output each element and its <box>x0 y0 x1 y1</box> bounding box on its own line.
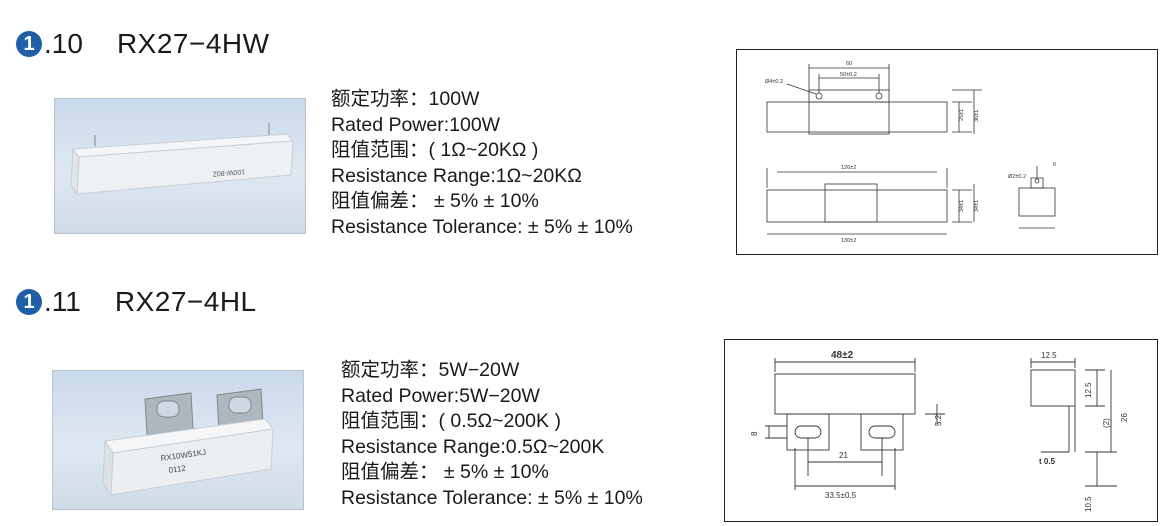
spec-tolerance-en: Resistance Tolerance: ± 5% ± 10% <box>331 215 633 238</box>
dim-tab-length: 10.5 <box>1084 496 1093 512</box>
dim-front-overall: 34±1 <box>974 200 980 212</box>
bullet-number-icon: 1 <box>16 31 42 57</box>
section-header: 1 .10 RX27−4HW <box>16 28 270 60</box>
spec-list: 额定功率：100W Rated Power:100W 阻值范围：( 1Ω~20K… <box>331 87 633 240</box>
dim-side-width: 6 <box>1053 162 1056 168</box>
dim-slot-spacing: 21 <box>839 451 848 460</box>
resistor-photo-graphic: 100W-80Z <box>70 123 295 196</box>
section-header: 1 .11 RX27−4HL <box>16 286 257 318</box>
dim-length: 48±2 <box>831 350 854 361</box>
photo-marking: 100W-80Z <box>212 168 246 177</box>
resistor-photo-graphic: RX10W51KJ 0112 <box>102 388 274 497</box>
section-number: .10 <box>44 28 83 59</box>
dim-front-inner: 126±2 <box>841 165 856 171</box>
technical-drawing: 60 50±0.2 Ø4±0.2 25±1 36±1 126±2 130±2 3… <box>736 49 1158 255</box>
dim-thickness: t 0.5 <box>1039 457 1056 466</box>
spec-resistance-range-en: Resistance Range:0.5Ω~200K <box>341 435 605 458</box>
product-photo: 100W-80Z <box>54 98 306 234</box>
dim-side-hole: Ø2±0.2 <box>1008 174 1026 180</box>
spec-tolerance-en: Resistance Tolerance: ± 5% ± 10% <box>341 486 643 509</box>
spec-list: 额定功率：5W−20W Rated Power:5W−20W 阻值范围：( 0.… <box>341 358 643 511</box>
photo-marking-2: 0112 <box>168 464 187 475</box>
spec-rated-power-en: Rated Power:100W <box>331 113 501 136</box>
section-number: .11 <box>44 286 81 317</box>
technical-drawing: 48±2 5.2 8 21 33.5±0.5 12.5 12.5 (2) 26 … <box>724 339 1158 522</box>
dim-side-width: 12.5 <box>1041 351 1057 360</box>
bullet-number-icon: 1 <box>16 289 42 315</box>
spec-resistance-range-en: Resistance Range:1Ω~20KΩ <box>331 164 582 187</box>
product-photo: RX10W51KJ 0112 <box>52 370 304 510</box>
product-section-rx27-4hl: 1 .11 RX27−4HL RX10W51KJ 0112 额定功率：5W−20… <box>0 262 1167 525</box>
spec-resistance-range-cn: 阻值范围：( 1Ω~20KΩ ) <box>331 139 539 161</box>
dim-side-height: 12.5 <box>1084 382 1093 398</box>
dim-slot-height: 8 <box>750 431 759 436</box>
dim-tab-span: 33.5±0.5 <box>825 491 857 500</box>
dim-top-holes: 50±0.2 <box>840 72 857 78</box>
dim-side-gap: (2) <box>1102 418 1111 428</box>
spec-tolerance-cn: 阻值偏差： ± 5% ± 10% <box>331 190 539 212</box>
dim-top-height: 25±1 <box>959 109 965 121</box>
product-section-rx27-4hw: 1 .10 RX27−4HW 100W-80Z 额定功率：100W Rated … <box>0 0 1167 262</box>
dim-side-overall: 26 <box>1120 413 1129 422</box>
spec-resistance-range-cn: 阻值范围：( 0.5Ω~200K ) <box>341 410 561 432</box>
dim-top-total: 60 <box>846 61 852 67</box>
spec-rated-power-en: Rated Power:5W−20W <box>341 384 540 407</box>
model-name: RX27−4HW <box>116 28 270 59</box>
dimension-drawing-svg: 60 50±0.2 Ø4±0.2 25±1 36±1 126±2 130±2 3… <box>765 61 1056 244</box>
spec-tolerance-cn: 阻值偏差： ± 5% ± 10% <box>341 461 549 483</box>
dimension-drawing-svg: 48±2 5.2 8 21 33.5±0.5 12.5 12.5 (2) 26 … <box>750 350 1129 512</box>
dim-front-height: 34±1 <box>959 200 965 212</box>
spec-rated-power-cn: 额定功率：100W <box>331 88 480 110</box>
dim-offset: 5.2 <box>934 414 943 426</box>
dim-hole-dia: Ø4±0.2 <box>765 79 783 85</box>
model-name: RX27−4HL <box>114 286 257 317</box>
dim-top-overall: 36±1 <box>974 110 980 122</box>
spec-rated-power-cn: 额定功率：5W−20W <box>341 359 520 381</box>
dim-front-length: 130±2 <box>841 238 856 244</box>
